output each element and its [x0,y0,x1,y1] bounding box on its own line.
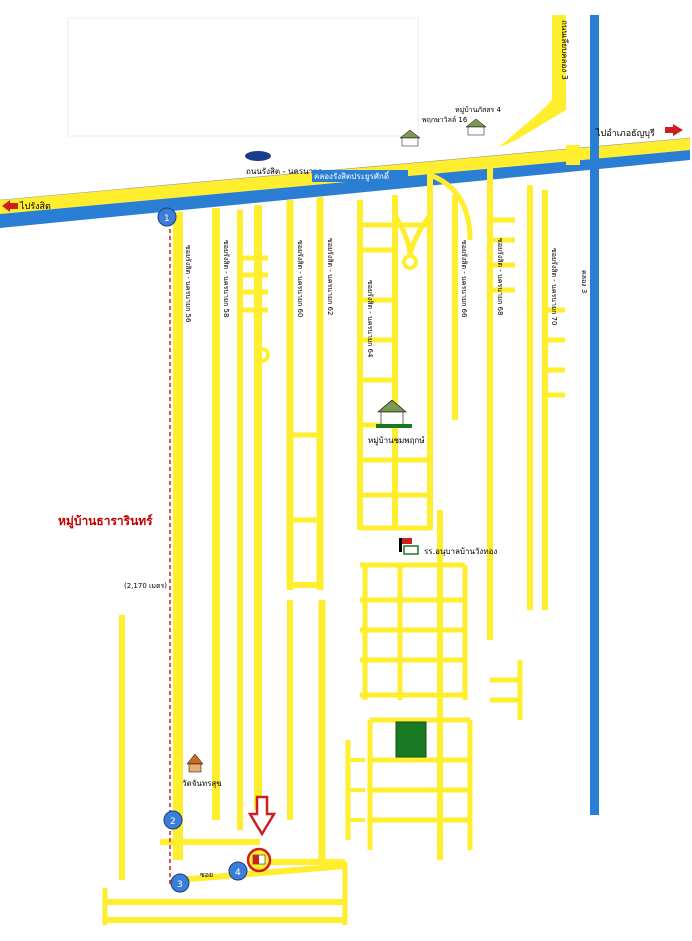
road-network [102,160,565,925]
chomphu-village-label: หมู่บ้านชมพฤกษ์ [368,435,425,446]
marker-2-label: 2 [170,817,176,827]
soi-58-label: ซอยรังสิต - นครนายก 58 [222,240,230,317]
soi-56-label: ซอยรังสิต - นครนายก 56 [184,245,192,323]
destination-arrow-icon [247,795,277,837]
canal-3-road-label: ถนนเลียบคลอง 3 [560,20,569,80]
temple-icon [186,753,204,773]
pruksa-village-label: พฤกษาวิลล์ 16 [422,116,468,124]
canal-3-label: คลอง 3 [580,270,588,293]
right-canal [590,15,599,815]
pruksa-village-icon [399,129,421,147]
canal-road [498,15,580,165]
marker-4-label: 4 [235,868,241,878]
school-label: รร.อนุบาลบ้านวังทอง [424,547,497,556]
main-road-label: ถนนรังสิต - นครนายก [246,167,323,176]
to-thanyaburi-label: ไปอำเภอธัญบุรี [595,128,655,139]
soi-68-label: ซอยรังสิต - นครนายก 68 [496,238,504,315]
soi-66-label: ซอยรังสิต - นครนายก 66 [460,240,468,318]
to-rangsit-arrow: ไปรังสิต [2,200,51,212]
soi-64-label: ซอยรังสิต - นครนายก 64 [366,280,374,358]
soi-70-label: ซอยรังสิต - นครนายก 70 [550,248,558,325]
to-thanyaburi-arrow: ไปอำเภอธัญบุรี [595,124,683,139]
soi-60-label: ซอยรังสิต - นครนายก 60 [296,240,304,317]
ford-logo-icon [245,151,271,161]
marker-2[interactable]: 2 [163,810,183,830]
to-rangsit-label: ไปรังสิต [19,201,51,212]
village-thararin-label: หมู่บ้านธารารินทร์ [58,514,153,529]
alley-label: ซอย [200,871,213,879]
chomphu-village-icon [376,399,412,428]
park-area [395,721,427,758]
canal-road-label: คลองรังสิตประยูรศักดิ์ [314,170,390,182]
soi-62-label: ซอยรังสิต - นครนายก 62 [326,238,334,315]
marker-1-label: 1 [164,214,170,224]
marker-1[interactable]: 1 [157,207,177,227]
destination-marker-icon[interactable] [246,847,272,873]
marker-4[interactable]: 4 [228,861,248,881]
temple-label: วัดจันทรสุข [182,779,222,788]
pattra-village-icon [465,118,487,136]
pattra-village-label: หมู่บ้านภัสสร 4 [455,106,502,114]
school-icon [399,538,419,555]
distance-label: (2,170 เมตร) [124,582,167,590]
marker-3[interactable]: 3 [170,873,190,893]
marker-3-label: 3 [177,880,183,890]
